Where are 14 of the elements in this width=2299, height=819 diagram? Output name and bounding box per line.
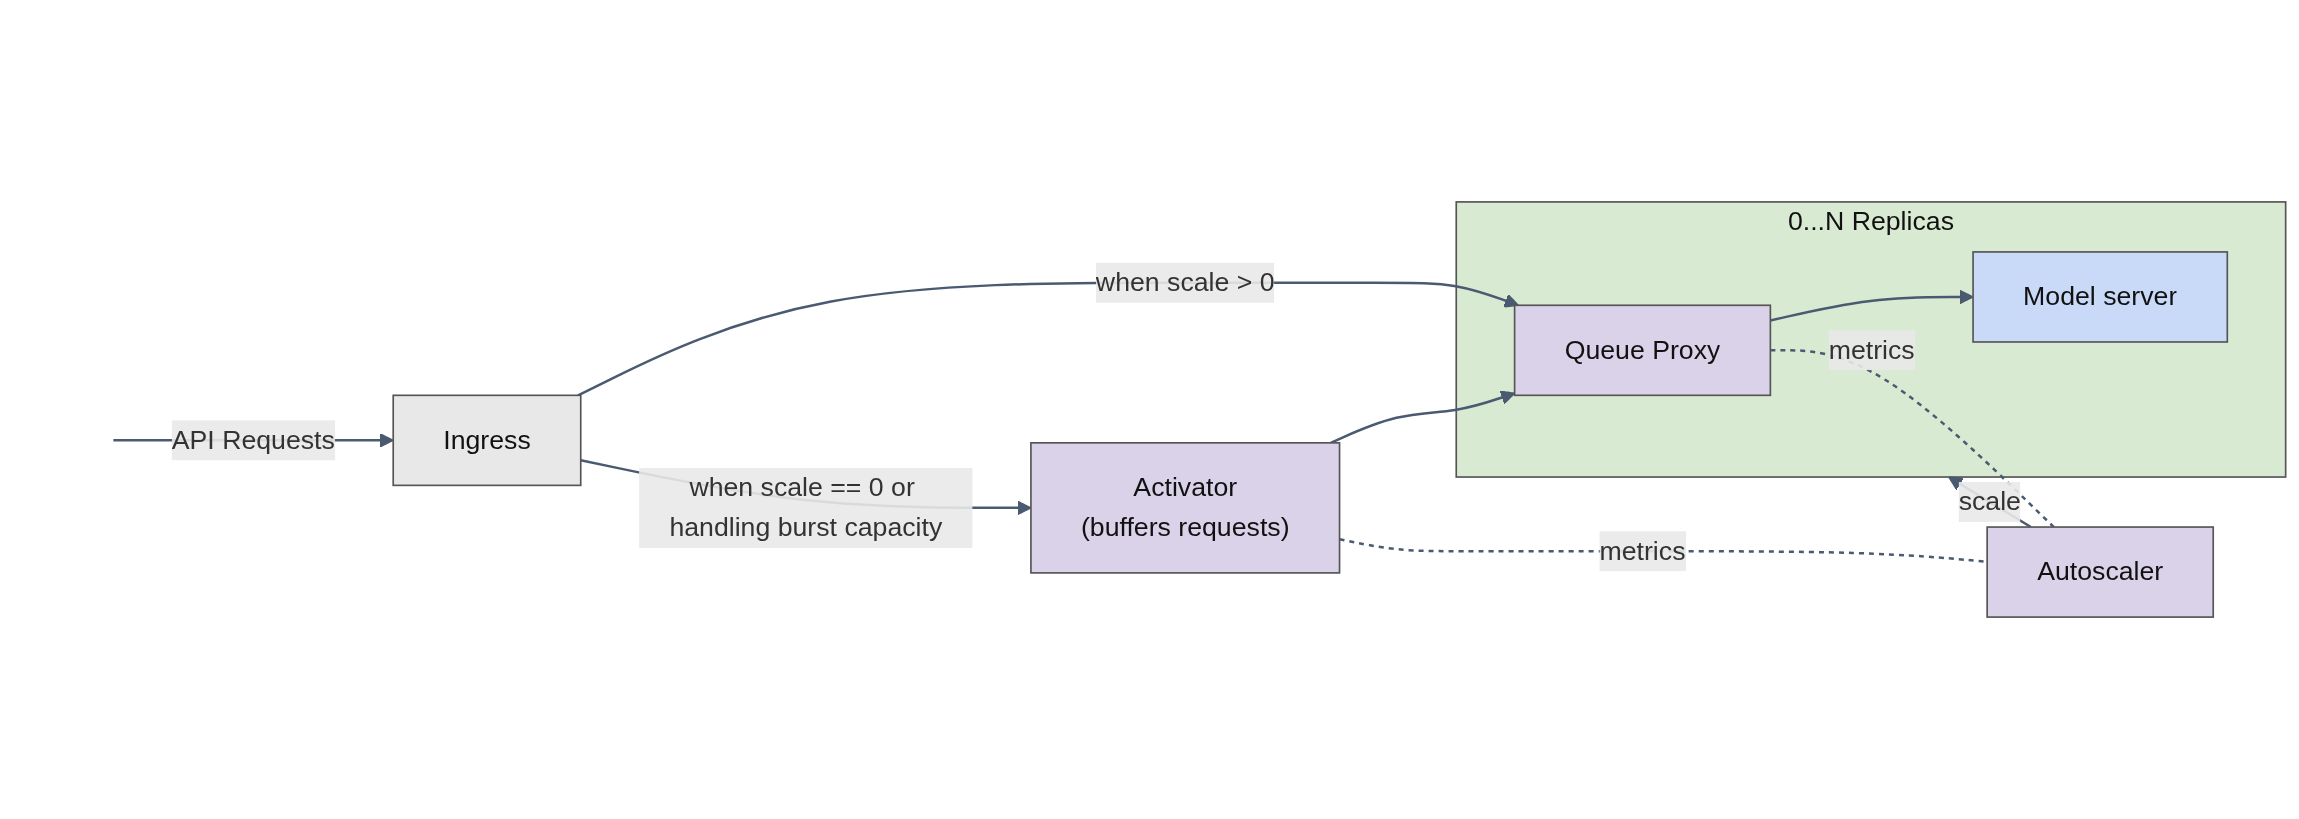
connector: [1770, 349, 2055, 528]
edge-label: when scale == 0 or handling burst capacity: [669, 472, 943, 542]
edge-label: metrics: [1599, 536, 1686, 565]
edge-label: metrics: [1828, 335, 1915, 364]
node-box: Autoscaler: [1986, 526, 2215, 618]
node-box: Ingress: [392, 394, 582, 487]
edge-label: scale: [1958, 487, 2021, 516]
node-box: Activator (buffers requests): [1030, 442, 1341, 574]
arrow: [1330, 390, 1516, 444]
edge-label: API Requests: [171, 425, 335, 454]
arrow: [1770, 289, 1974, 322]
edge-label: when scale > 0: [1095, 267, 1275, 297]
node-box: Queue Proxy: [1513, 304, 1772, 397]
node-box: Model server: [1972, 251, 2229, 343]
